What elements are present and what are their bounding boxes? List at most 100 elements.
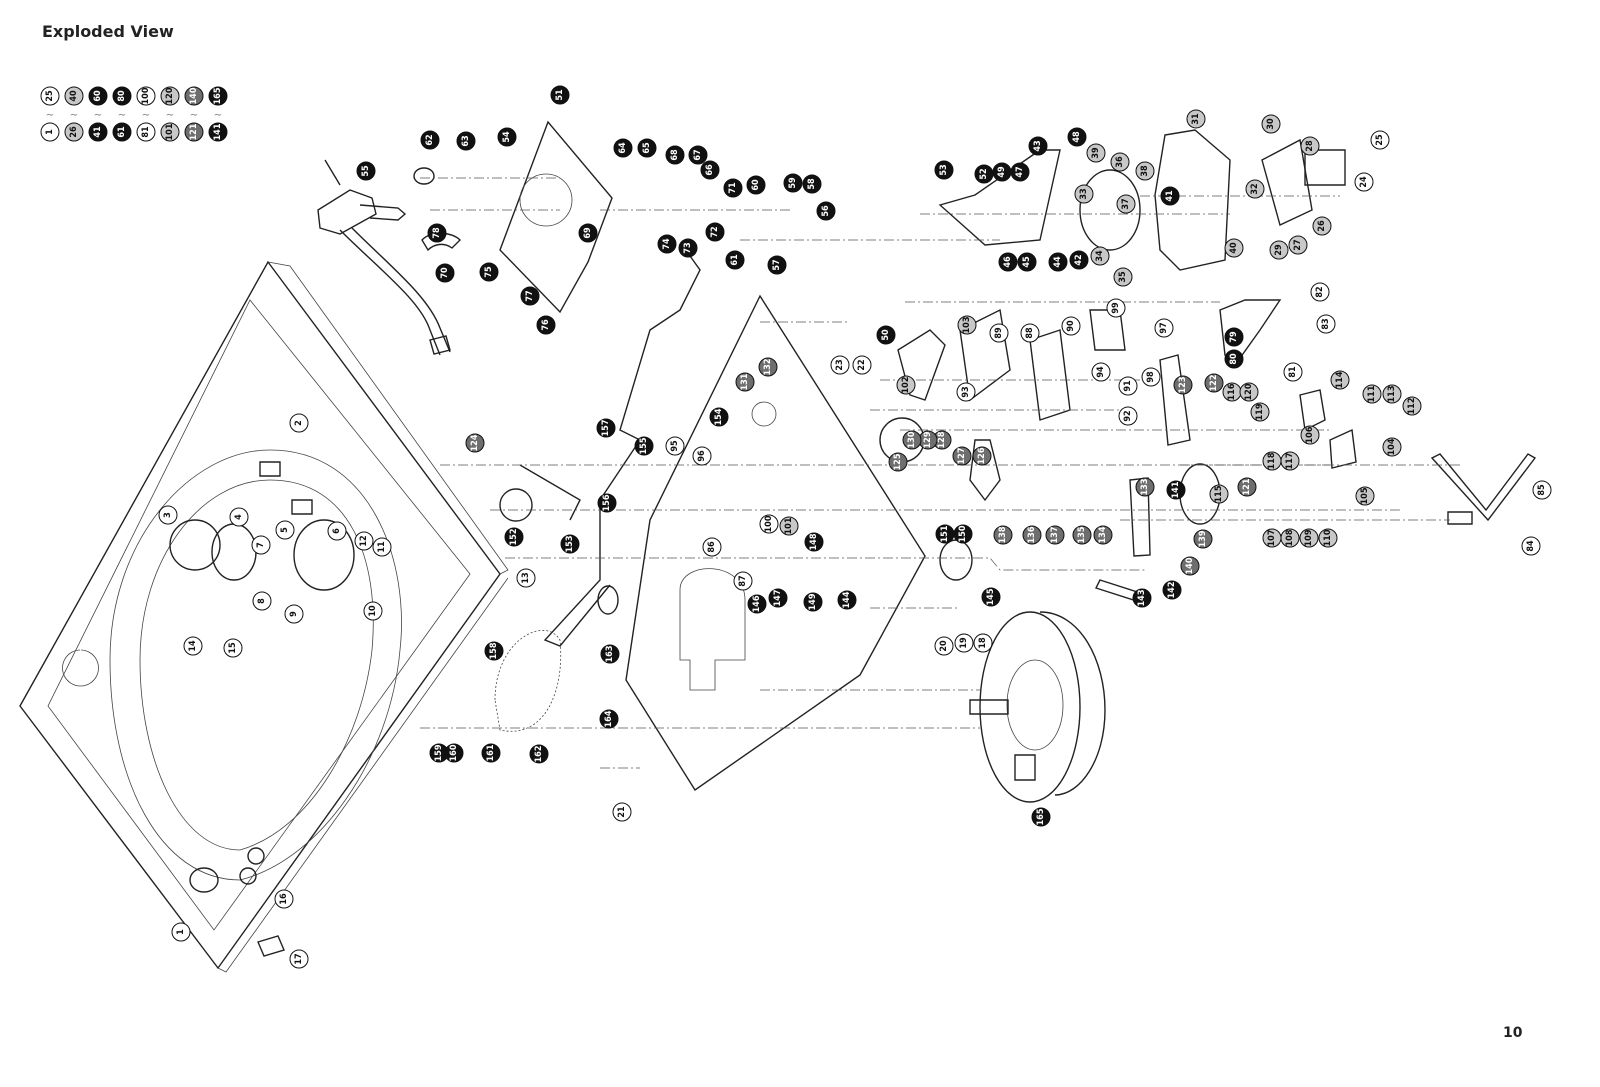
callout-22: 22 <box>852 355 872 375</box>
callout-circle <box>1532 480 1552 500</box>
callout-number: 101 <box>165 123 175 140</box>
callout-29: 29 <box>1269 240 1289 260</box>
callout-126: 126 <box>972 446 992 466</box>
callout-circle <box>678 238 698 258</box>
callout-65: 65 <box>637 138 657 158</box>
callout-circle <box>578 223 598 243</box>
callout-number: 124 <box>470 434 480 451</box>
callout-number: 84 <box>1526 540 1536 552</box>
callout-number: 142 <box>1167 582 1177 599</box>
callout-127: 127 <box>952 446 972 466</box>
callout-circle <box>954 633 974 653</box>
callout-circle <box>783 173 803 193</box>
callout-125: 125 <box>888 452 908 472</box>
callout-circle <box>516 568 536 588</box>
callout-circle <box>1118 406 1138 426</box>
callout-number: 34 <box>1095 250 1105 262</box>
legend-from-41: 41 <box>88 122 108 142</box>
callout-circle <box>723 178 743 198</box>
callout-131: 131 <box>735 372 755 392</box>
callout-number: 5 <box>280 527 290 533</box>
callout-circle <box>1318 528 1338 548</box>
callout-99: 99 <box>1106 298 1126 318</box>
callout-74: 74 <box>657 234 677 254</box>
callout-circle <box>1402 396 1422 416</box>
callout-number: 29 <box>1274 244 1284 256</box>
callout-11: 11 <box>372 537 392 557</box>
callout-circle <box>171 922 191 942</box>
callout-circle <box>993 525 1013 545</box>
callout-136: 136 <box>1022 525 1042 545</box>
callout-2: 2 <box>289 413 309 433</box>
callout-92: 92 <box>1118 406 1138 426</box>
callout-circle <box>952 446 972 466</box>
callout-104: 104 <box>1382 437 1402 457</box>
callout-13: 13 <box>516 568 536 588</box>
callout-number: 37 <box>1121 198 1131 209</box>
callout-circle <box>550 85 570 105</box>
callout-circle <box>759 514 779 534</box>
callout-number: 145 <box>986 588 996 605</box>
callout-number: 100 <box>764 515 774 532</box>
callout-number: 101 <box>784 517 794 534</box>
callout-circle <box>1090 246 1110 266</box>
callout-157: 157 <box>596 418 616 438</box>
callout-number: 56 <box>821 205 831 217</box>
callout-number: 22 <box>857 359 867 370</box>
callout-circle <box>816 201 836 221</box>
right-levers <box>1095 299 1357 605</box>
callout-number: 97 <box>1159 322 1169 333</box>
callout-number: 152 <box>509 529 519 546</box>
callout-circle <box>456 131 476 151</box>
callout-circle <box>479 262 499 282</box>
callout-123: 123 <box>1173 375 1193 395</box>
callout-112: 112 <box>1402 396 1422 416</box>
callout-6: 6 <box>327 521 347 541</box>
callout-number: 14 <box>188 640 198 652</box>
callout-82: 82 <box>1310 282 1330 302</box>
callout-circle <box>465 433 485 453</box>
callout-number: 11 <box>377 541 387 553</box>
callout-circle <box>64 122 84 142</box>
callout-140: 140 <box>1180 556 1200 576</box>
callout-number: 57 <box>772 259 782 270</box>
callout-circle <box>1354 172 1374 192</box>
callout-3: 3 <box>158 505 178 525</box>
callout-64: 64 <box>613 138 633 158</box>
callout-98: 98 <box>1141 367 1161 387</box>
legend-to-80: 80 <box>112 86 132 106</box>
callout-103: 103 <box>957 315 977 335</box>
callout-circle <box>1224 327 1244 347</box>
callout-circle <box>1173 375 1193 395</box>
callout-circle <box>1193 529 1213 549</box>
callout-circle <box>1110 152 1130 172</box>
legend-range-tilde: ~ <box>214 110 222 121</box>
legend-range-tilde: ~ <box>118 110 126 121</box>
callout-39: 39 <box>1086 143 1106 163</box>
callout-circle <box>160 86 180 106</box>
callout-68: 68 <box>665 145 685 165</box>
callout-45: 45 <box>1017 252 1037 272</box>
callout-number: 18 <box>978 637 988 649</box>
callout-142: 142 <box>1162 580 1182 600</box>
callout-number: 41 <box>1165 190 1175 202</box>
callout-number: 123 <box>1178 377 1188 394</box>
callout-165: 165 <box>1031 807 1051 827</box>
callout-number: 44 <box>1053 256 1063 268</box>
callout-number: 95 <box>670 440 680 452</box>
callout-circle <box>1316 314 1336 334</box>
callout-number: 28 <box>1305 140 1315 152</box>
callout-circle <box>599 709 619 729</box>
callout-circle <box>40 86 60 106</box>
callout-circle <box>1299 528 1319 548</box>
callout-number: 60 <box>751 179 761 191</box>
callout-circle <box>888 452 908 472</box>
legend-to-165: 165 <box>208 86 228 106</box>
callout-number: 141 <box>213 123 223 140</box>
callout-circle <box>803 592 823 612</box>
callout-circle <box>1028 136 1048 156</box>
callout-number: 26 <box>69 126 79 138</box>
legend-range-tilde: ~ <box>142 110 150 121</box>
callout-95: 95 <box>665 436 685 456</box>
callout-number: 25 <box>1375 134 1385 146</box>
